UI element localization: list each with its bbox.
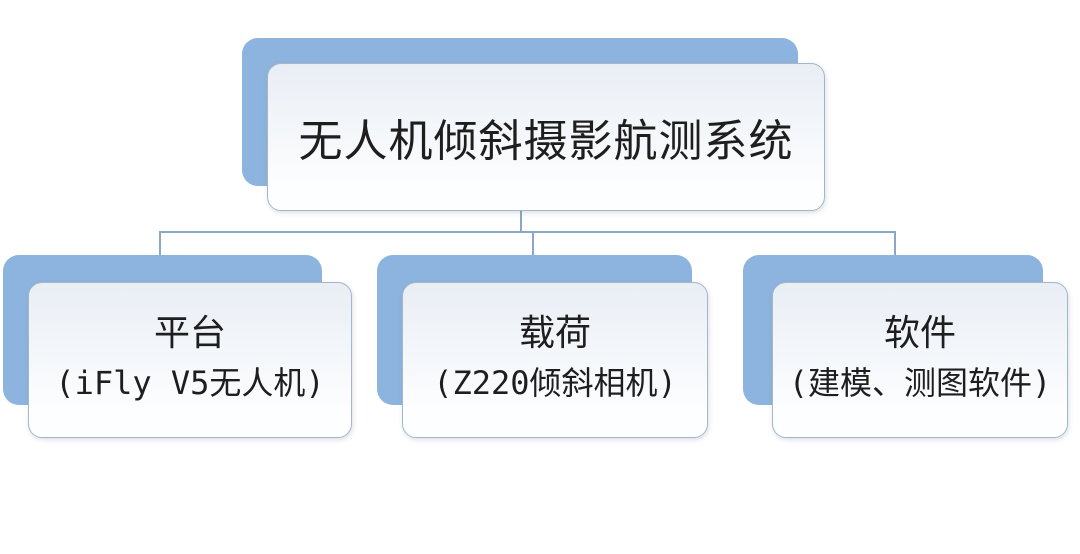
child-node-platform: 平台 (iFly V5无人机) (28, 282, 352, 438)
child-node-software: 软件 (建模、测图软件) (772, 282, 1068, 438)
child-node-platform-title: 平台 (153, 312, 226, 354)
child-node-software-subtitle: (建模、测图软件) (788, 363, 1052, 402)
child-node-payload: 载荷 (Z220倾斜相机) (402, 282, 708, 438)
root-node-label: 无人机倾斜摄影航测系统 (298, 116, 794, 167)
child-node-payload-title: 载荷 (518, 312, 591, 354)
root-node: 无人机倾斜摄影航测系统 (267, 63, 825, 211)
connector-path (159, 211, 896, 257)
child-node-platform-subtitle: (iFly V5无人机) (55, 363, 325, 402)
child-node-payload-subtitle: (Z220倾斜相机) (433, 363, 677, 402)
child-node-software-title: 软件 (883, 312, 956, 354)
